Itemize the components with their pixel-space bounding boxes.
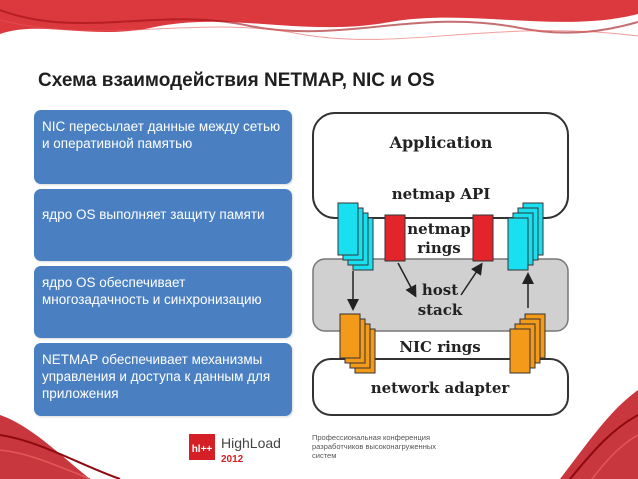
- card-nic-text: NIC пересылает данные между сетью и опер…: [42, 119, 281, 151]
- decor-top-swirl-icon: [0, 0, 638, 40]
- label-nic-rings: NIC rings: [399, 338, 480, 356]
- decor-bottom-left-swirl-icon: [0, 415, 121, 479]
- highload-logo-mark-icon: [189, 434, 215, 460]
- card-os-protection-text: ядро OS выполняет защиту памяти: [42, 207, 265, 222]
- highload-logo: hl++ HighLoad 2012: [189, 434, 281, 465]
- card-netmap: NETMAP обеспечивает механизмы управления…: [34, 343, 292, 416]
- left-red-buffer: [384, 214, 406, 262]
- card-os-protection: ядро OS выполняет защиту памяти: [34, 189, 292, 261]
- application-box: [312, 112, 569, 219]
- card-netmap-text: NETMAP обеспечивает механизмы управления…: [42, 352, 271, 401]
- label-netmap-rings-line2: rings: [417, 239, 460, 257]
- network-adapter-box: [312, 358, 569, 416]
- label-network-adapter: network adapter: [371, 379, 511, 397]
- highload-logo-name: HighLoad: [221, 435, 281, 451]
- netmap-architecture-diagram: Application netmap API netmap rings host…: [312, 112, 569, 416]
- decor-bottom-right-swirl-icon: [560, 390, 638, 479]
- label-host-stack-line1: host: [422, 281, 458, 299]
- label-host-stack-line2: stack: [418, 301, 463, 319]
- slide-title: Схема взаимодействия NETMAP, NIC и OS: [38, 70, 435, 91]
- right-red-buffer: [472, 214, 494, 262]
- label-netmap-api: netmap API: [392, 185, 491, 203]
- conference-description: Профессиональная конференция разработчик…: [312, 433, 436, 460]
- card-nic: NIC пересылает данные между сетью и опер…: [34, 110, 292, 184]
- label-application: Application: [389, 133, 493, 152]
- left-cyan-buffers: [337, 202, 374, 271]
- card-os-multitasking-text: ядро OS обеспечивает многозадачность и с…: [42, 275, 262, 307]
- right-orange-buffers: [509, 313, 546, 374]
- host-stack-band: [312, 258, 569, 332]
- right-cyan-buffers: [507, 202, 544, 271]
- card-os-multitasking: ядро OS обеспечивает многозадачность и с…: [34, 266, 292, 338]
- arrow-red-to-host: [397, 262, 417, 298]
- highload-logo-year: 2012: [221, 454, 244, 465]
- left-orange-buffers: [339, 313, 376, 374]
- label-netmap-rings-line1: netmap: [407, 220, 470, 238]
- highload-logo-mark: hl++: [192, 444, 213, 455]
- arrow-host-to-red: [460, 262, 483, 296]
